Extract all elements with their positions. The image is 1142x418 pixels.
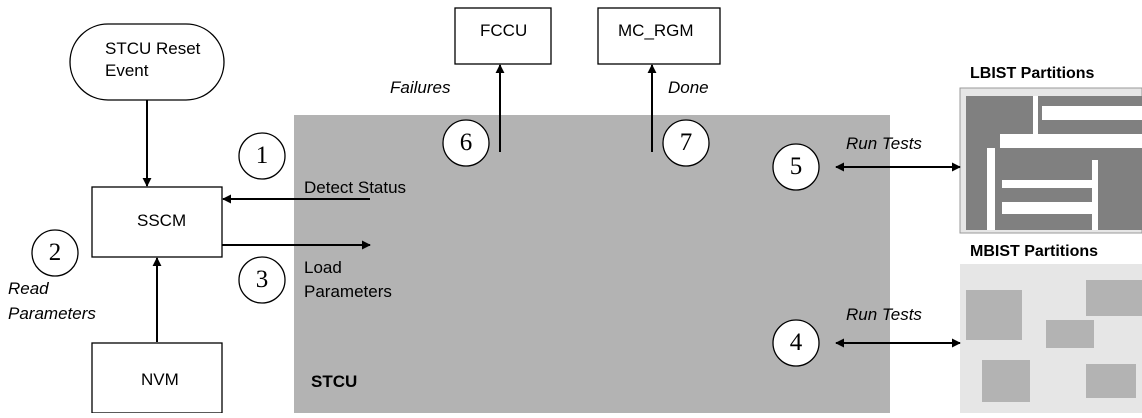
run-tests-mbist-label: Run Tests xyxy=(846,305,922,324)
read-parameters-line1: Read xyxy=(8,279,49,298)
detect-status-label: Detect Status xyxy=(304,178,407,197)
done-label: Done xyxy=(668,78,709,97)
stcu-label: STCU xyxy=(311,372,358,391)
fccu-label: FCCU xyxy=(480,21,528,40)
stcu-reset-label-line2: Event xyxy=(105,61,149,80)
mc-rgm-label: MC_RGM xyxy=(618,21,694,40)
step-3-number: 3 xyxy=(255,266,269,293)
failures-label: Failures xyxy=(390,78,451,97)
mbist-title: MBIST Partitions xyxy=(970,243,1099,260)
stcu-reset-label-line1: STCU Reset xyxy=(105,39,201,58)
load-parameters-line2: Parameters xyxy=(304,282,392,301)
sscm-node xyxy=(91,186,223,258)
step-2-number: 2 xyxy=(48,239,62,266)
step-2-circle xyxy=(31,229,79,277)
fccu-node xyxy=(454,7,552,65)
run-tests-lbist-label: Run Tests xyxy=(846,134,922,153)
step-4-number: 4 xyxy=(789,329,803,356)
load-parameters-line1: Load xyxy=(304,258,342,277)
read-parameters-line2: Parameters xyxy=(8,304,96,323)
step-6-number: 6 xyxy=(459,129,473,156)
step-6-circle xyxy=(442,119,490,167)
lbist-partitions xyxy=(959,87,1142,234)
step-3-circle xyxy=(238,256,286,304)
step-1-circle xyxy=(238,132,286,180)
step-1-number: 1 xyxy=(255,142,269,169)
step-4-circle xyxy=(772,319,820,367)
lbist-title: LBIST Partitions xyxy=(970,65,1095,82)
step-7-circle xyxy=(662,119,710,167)
step-5-circle xyxy=(772,143,820,191)
nvm-node xyxy=(91,342,223,414)
step-7-number: 7 xyxy=(679,129,693,156)
mbist-partitions xyxy=(960,264,1142,413)
nvm-label: NVM xyxy=(141,370,179,389)
step-5-number: 5 xyxy=(789,153,803,180)
sscm-label: SSCM xyxy=(137,211,187,230)
mc-rgm-node xyxy=(597,7,721,65)
